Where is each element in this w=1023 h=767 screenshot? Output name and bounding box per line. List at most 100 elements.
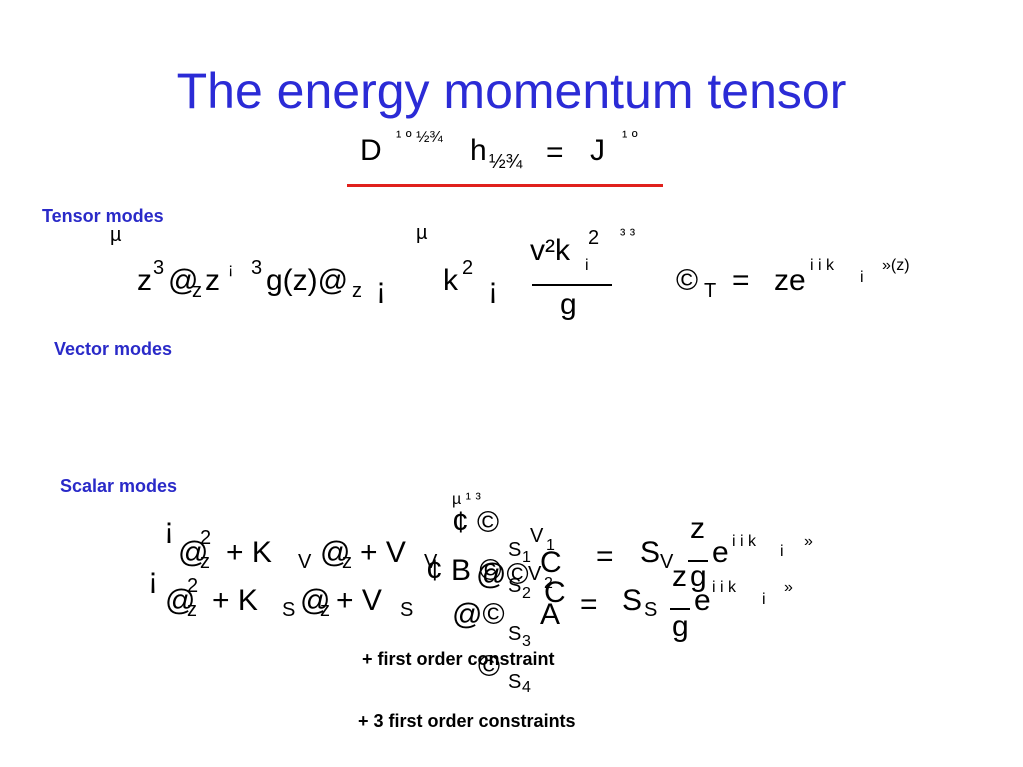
- tensor-mu-2: µ: [416, 222, 428, 244]
- tensor-k: k: [443, 264, 458, 297]
- scalar-frac2-num: z: [672, 560, 687, 593]
- scalar-eq1: =: [596, 540, 614, 573]
- tensor-pow3: 3: [153, 257, 165, 279]
- tensor-psi: ©: [676, 264, 699, 297]
- scalar-row1-at: @: [178, 536, 209, 569]
- scalar-vec-C2: C: [544, 576, 566, 609]
- tensor-frac-bar: [532, 284, 612, 286]
- scalar-vec-r2-sub: S: [508, 575, 522, 597]
- scalar-vec-r1-sub4: 1: [546, 537, 555, 554]
- tensor-topright: ³ ³: [620, 227, 636, 244]
- scalar-row1-plusV: + V: [360, 536, 406, 569]
- eq-h: h: [470, 134, 487, 167]
- scalar-vec-r1: ¢ B ©: [426, 554, 502, 587]
- tensor-frac-num-sub: i: [585, 257, 589, 274]
- scalar-e2: e: [694, 584, 711, 617]
- scalar-vec-r2: @©: [476, 558, 529, 591]
- scalar-row2-at: @: [165, 584, 196, 617]
- scalar-modes-label: Scalar modes: [60, 476, 178, 496]
- scalar-inv-b: ¡: [148, 562, 158, 595]
- eq-D: D: [360, 134, 382, 167]
- eq-J-sup: ¹ º: [622, 129, 638, 146]
- scalar-vec-top-sup: µ ¹ ³: [452, 491, 481, 508]
- scalar-S1-sub: V: [660, 551, 674, 573]
- eq-equals: =: [546, 136, 564, 169]
- scalar-row1-subz: z: [200, 551, 210, 573]
- eq-J: J: [590, 134, 605, 167]
- caption-first-order: + first order constraint: [362, 649, 555, 669]
- scalar-vec-r3-sub: S: [508, 623, 522, 645]
- scalar-vec-C1: C: [540, 546, 562, 579]
- scalar-S2: S: [622, 584, 643, 617]
- tensor-equals: =: [732, 264, 750, 297]
- scalar-row1-subV2: V: [424, 551, 438, 573]
- tensor-frac-num: v²k: [530, 234, 570, 267]
- tensor-ze: ze: [774, 264, 806, 297]
- scalar-frac2-den: g: [672, 610, 689, 643]
- scalar-vec-r2-sub2: 2: [522, 585, 531, 602]
- scalar-row2-subS: S: [282, 599, 296, 621]
- scalar-vec-r3: @©: [452, 598, 505, 631]
- scalar-e1-expo-sub: i: [780, 543, 784, 560]
- scalar-vec-r4-sub: S: [508, 671, 522, 693]
- scalar-frac1-num: z: [690, 512, 705, 545]
- scalar-e1-tail: »: [804, 533, 813, 550]
- scalar-e2-expo-sub: i: [762, 591, 766, 608]
- vector-modes-label: Vector modes: [54, 339, 173, 359]
- scalar-e2-tail: »: [784, 579, 793, 596]
- scalar-vec-r4: ©: [478, 650, 501, 683]
- scalar-frac1-bar: [688, 560, 708, 562]
- eq-h-sub: ½¾: [489, 151, 523, 173]
- tensor-sup3b: 3: [251, 257, 263, 279]
- scalar-S2-sub: S: [644, 599, 658, 621]
- tensor-subz-1: z: [192, 280, 202, 302]
- tensor-at-1: @: [168, 264, 199, 297]
- scalar-vec-r4-sub2: 4: [522, 679, 531, 696]
- scalar-frac2-bar: [670, 608, 690, 610]
- slide-title: The energy momentum tensor: [176, 63, 847, 119]
- tensor-inv-1: ¡: [228, 261, 234, 278]
- scalar-row2-plusK: + K: [212, 584, 258, 617]
- scalar-row2-subS2: S: [400, 599, 414, 621]
- tensor-subz-2: z: [352, 280, 362, 302]
- scalar-e2-expo: i i k: [712, 579, 736, 596]
- scalar-vec-r3-sub2: 3: [522, 633, 531, 650]
- header-underline: [347, 184, 663, 187]
- tensor-exponent-sub: i: [860, 269, 864, 286]
- scalar-row2-plusV: + V: [336, 584, 382, 617]
- scalar-S1: S: [640, 536, 661, 569]
- scalar-vec-r1-sub3: V: [530, 525, 544, 547]
- tensor-exponent-tail: »(z): [882, 257, 910, 274]
- scalar-row1-sup: 2: [200, 527, 212, 549]
- scalar-row2-subz2: z: [320, 599, 330, 621]
- eq-D-sup: ¹ º ½¾: [396, 129, 443, 146]
- scalar-row1-plusK: + K: [226, 536, 272, 569]
- scalar-vec-r1-sub2: 1: [522, 549, 531, 566]
- scalar-inv-a: ¡: [164, 512, 174, 545]
- tensor-modes-label: Tensor modes: [42, 206, 164, 226]
- tensor-sub-T: T: [704, 280, 717, 302]
- scalar-row2-subz: z: [187, 599, 197, 621]
- scalar-vec-r2-sub4: 2: [544, 575, 553, 592]
- scalar-e1: e: [712, 536, 729, 569]
- tensor-frac-den: g: [560, 288, 577, 321]
- tensor-minus-2: ¡: [488, 272, 498, 305]
- scalar-row2-sup: 2: [187, 575, 199, 597]
- tensor-z-2: z: [205, 264, 220, 297]
- scalar-row1-subV: V: [298, 551, 312, 573]
- scalar-vec-A: A: [540, 598, 561, 631]
- tensor-frac-num-sup: 2: [588, 227, 600, 249]
- tensor-minus-1: ¡: [376, 272, 386, 305]
- caption-three-first-order: + 3 first order constraints: [358, 711, 576, 731]
- scalar-row2-at2: @: [300, 584, 331, 617]
- scalar-vec-r1-sub: S: [508, 539, 522, 561]
- scalar-row1-at2: @: [320, 536, 351, 569]
- tensor-mu-1: µ: [110, 224, 122, 246]
- tensor-exponent: i i k: [810, 257, 834, 274]
- scalar-row1-subz2: z: [342, 551, 352, 573]
- tensor-gz: g(z)@: [266, 264, 349, 297]
- tensor-z: z: [137, 264, 152, 297]
- scalar-frac1-den: g: [690, 560, 707, 593]
- tensor-pow2: 2: [462, 257, 474, 279]
- scalar-eq2: =: [580, 588, 598, 621]
